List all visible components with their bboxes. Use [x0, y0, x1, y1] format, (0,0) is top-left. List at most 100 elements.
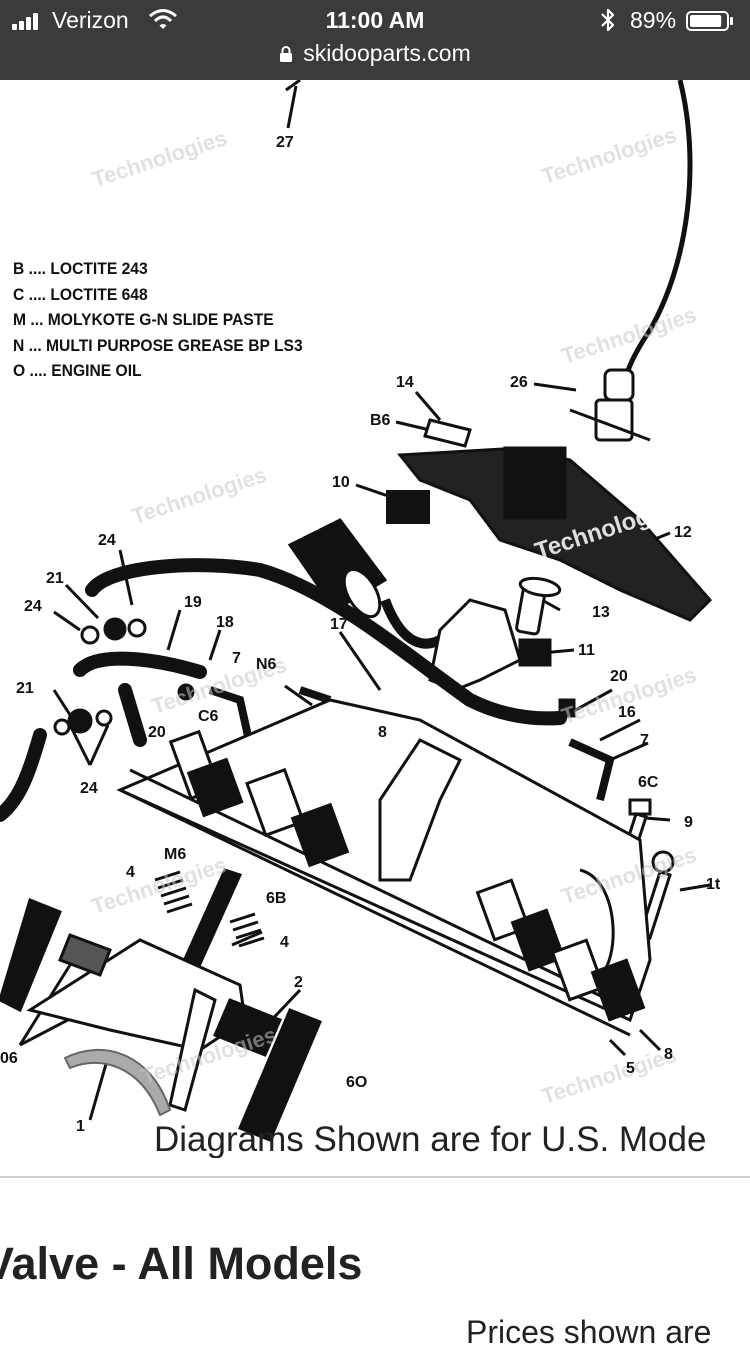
- elbow-fitting: [208, 686, 254, 746]
- leader-line: [338, 631, 382, 691]
- lock-icon: [280, 46, 293, 62]
- part-callout[interactable]: 7: [640, 732, 649, 749]
- part-callout[interactable]: 17: [330, 616, 348, 633]
- part-callout[interactable]: 24: [80, 780, 98, 797]
- part-callout[interactable]: 13: [592, 604, 610, 621]
- part-callout[interactable]: 16: [618, 704, 636, 721]
- part-callout[interactable]: 1t: [706, 876, 721, 893]
- part-callout[interactable]: 12: [674, 524, 692, 541]
- leader-line: [679, 883, 711, 892]
- leader-line: [414, 391, 442, 421]
- part-bracket: [423, 418, 472, 448]
- battery-percent: 89%: [630, 7, 677, 33]
- legend-item: M ... MOLYKOTE G-N SLIDE PASTE: [13, 310, 274, 329]
- leader-line: [608, 1038, 627, 1057]
- cable-adjuster: [569, 368, 651, 442]
- leader-line: [208, 629, 222, 661]
- bluetooth-icon: [601, 8, 615, 32]
- solenoid: [287, 518, 443, 649]
- watermark: Technologies: [538, 1042, 679, 1109]
- part-callout[interactable]: 1: [76, 1118, 85, 1135]
- legend-item: N ... MULTI PURPOSE GREASE BP LS3: [13, 335, 303, 355]
- part-callout[interactable]: N6: [256, 656, 277, 673]
- part-callout[interactable]: 4: [280, 934, 289, 951]
- watermark: Technologies: [558, 302, 699, 369]
- leader-line: [533, 382, 577, 392]
- part-callout[interactable]: 6C: [638, 774, 659, 791]
- parts-diagram: Technologies Technologies Technologies T…: [0, 80, 750, 1158]
- legend-item: O .... ENGINE OIL: [13, 361, 142, 380]
- leader-line: [64, 583, 100, 620]
- part-callout[interactable]: 21: [16, 680, 34, 697]
- part-callout[interactable]: 24: [98, 532, 116, 549]
- browser-top-bar: Verizon 11:00 AM 89% skidooparts.com: [0, 0, 750, 80]
- leader-line: [284, 684, 313, 707]
- address-bar[interactable]: skidooparts.com: [0, 40, 750, 70]
- elbow-fitting: [568, 738, 615, 801]
- part-callout[interactable]: M6: [164, 846, 187, 863]
- part-callout[interactable]: 4: [126, 864, 135, 881]
- part-callout[interactable]: 5: [626, 1060, 635, 1077]
- part-callout[interactable]: 10: [332, 474, 350, 491]
- legend-item: B .... LOCTITE 243: [13, 259, 148, 278]
- wifi-icon: [149, 9, 177, 29]
- part-callout[interactable]: 21: [46, 570, 64, 587]
- part-callout[interactable]: C6: [198, 708, 219, 725]
- part-callout[interactable]: 06: [0, 1050, 18, 1067]
- spring: [154, 870, 265, 948]
- dowel-pin: [0, 897, 322, 1142]
- leader-line: [53, 610, 81, 632]
- part-callout[interactable]: 8: [664, 1046, 673, 1063]
- part-callout[interactable]: 19: [184, 594, 202, 611]
- part-callout[interactable]: 24: [24, 598, 42, 615]
- watermark: Technologies: [538, 122, 679, 189]
- leader-line: [52, 689, 74, 719]
- part-callout[interactable]: 18: [216, 614, 234, 631]
- battery-icon: [686, 11, 733, 31]
- throttle-body: [397, 446, 713, 622]
- part-cap: [386, 490, 430, 524]
- exploded-view-drawing: Technologies Technologies Technologies T…: [0, 80, 713, 1142]
- part-callout[interactable]: 14: [396, 374, 414, 391]
- part-callout[interactable]: 6B: [266, 890, 287, 907]
- section-title: Valve - All Models: [0, 1238, 363, 1289]
- part-callout[interactable]: 11: [578, 642, 595, 659]
- clamp-rings: [53, 617, 576, 736]
- part-callout[interactable]: 20: [610, 668, 628, 685]
- part-callout[interactable]: 26: [510, 374, 528, 391]
- section-divider: [0, 1176, 750, 1178]
- part-callout[interactable]: B6: [370, 412, 391, 429]
- hose: [0, 558, 567, 822]
- leader-line: [571, 688, 613, 714]
- leader-line: [88, 724, 110, 766]
- part-callout[interactable]: 20: [148, 724, 166, 741]
- diagram-caption: Diagrams Shown are for U.S. Mode: [154, 1120, 707, 1158]
- leader-line: [644, 816, 671, 822]
- leader-line: [638, 1028, 662, 1052]
- part-callout[interactable]: 2: [294, 974, 303, 991]
- part-callout[interactable]: 8: [378, 724, 387, 741]
- cell-signal-icon: [12, 12, 46, 30]
- part-callout[interactable]: 9: [684, 814, 693, 831]
- gasket: [63, 1048, 172, 1117]
- watermark: Technologies: [89, 125, 230, 192]
- actuator: [428, 576, 562, 692]
- leader-line: [231, 930, 263, 947]
- leader-line: [166, 609, 182, 651]
- part-callout[interactable]: 6O: [346, 1074, 368, 1091]
- part-pin: [298, 686, 332, 704]
- status-bar: Verizon 11:00 AM 89%: [0, 0, 750, 42]
- lubricant-legend: B .... LOCTITE 243 C .... LOCTITE 648 M …: [13, 256, 303, 384]
- carrier-name: Verizon: [52, 7, 129, 33]
- leader-line: [599, 718, 641, 742]
- prices-note: Prices shown are: [466, 1314, 712, 1350]
- valve-plate: [26, 933, 282, 1112]
- part-callout[interactable]: 27: [276, 134, 294, 151]
- valve-housing: [116, 698, 652, 1037]
- leader-line: [541, 598, 561, 612]
- part-callout[interactable]: 7: [232, 650, 241, 667]
- leader-line: [395, 420, 431, 432]
- leader-line: [285, 80, 301, 92]
- clock: 11:00 AM: [325, 7, 425, 33]
- url-text: skidooparts.com: [303, 40, 471, 66]
